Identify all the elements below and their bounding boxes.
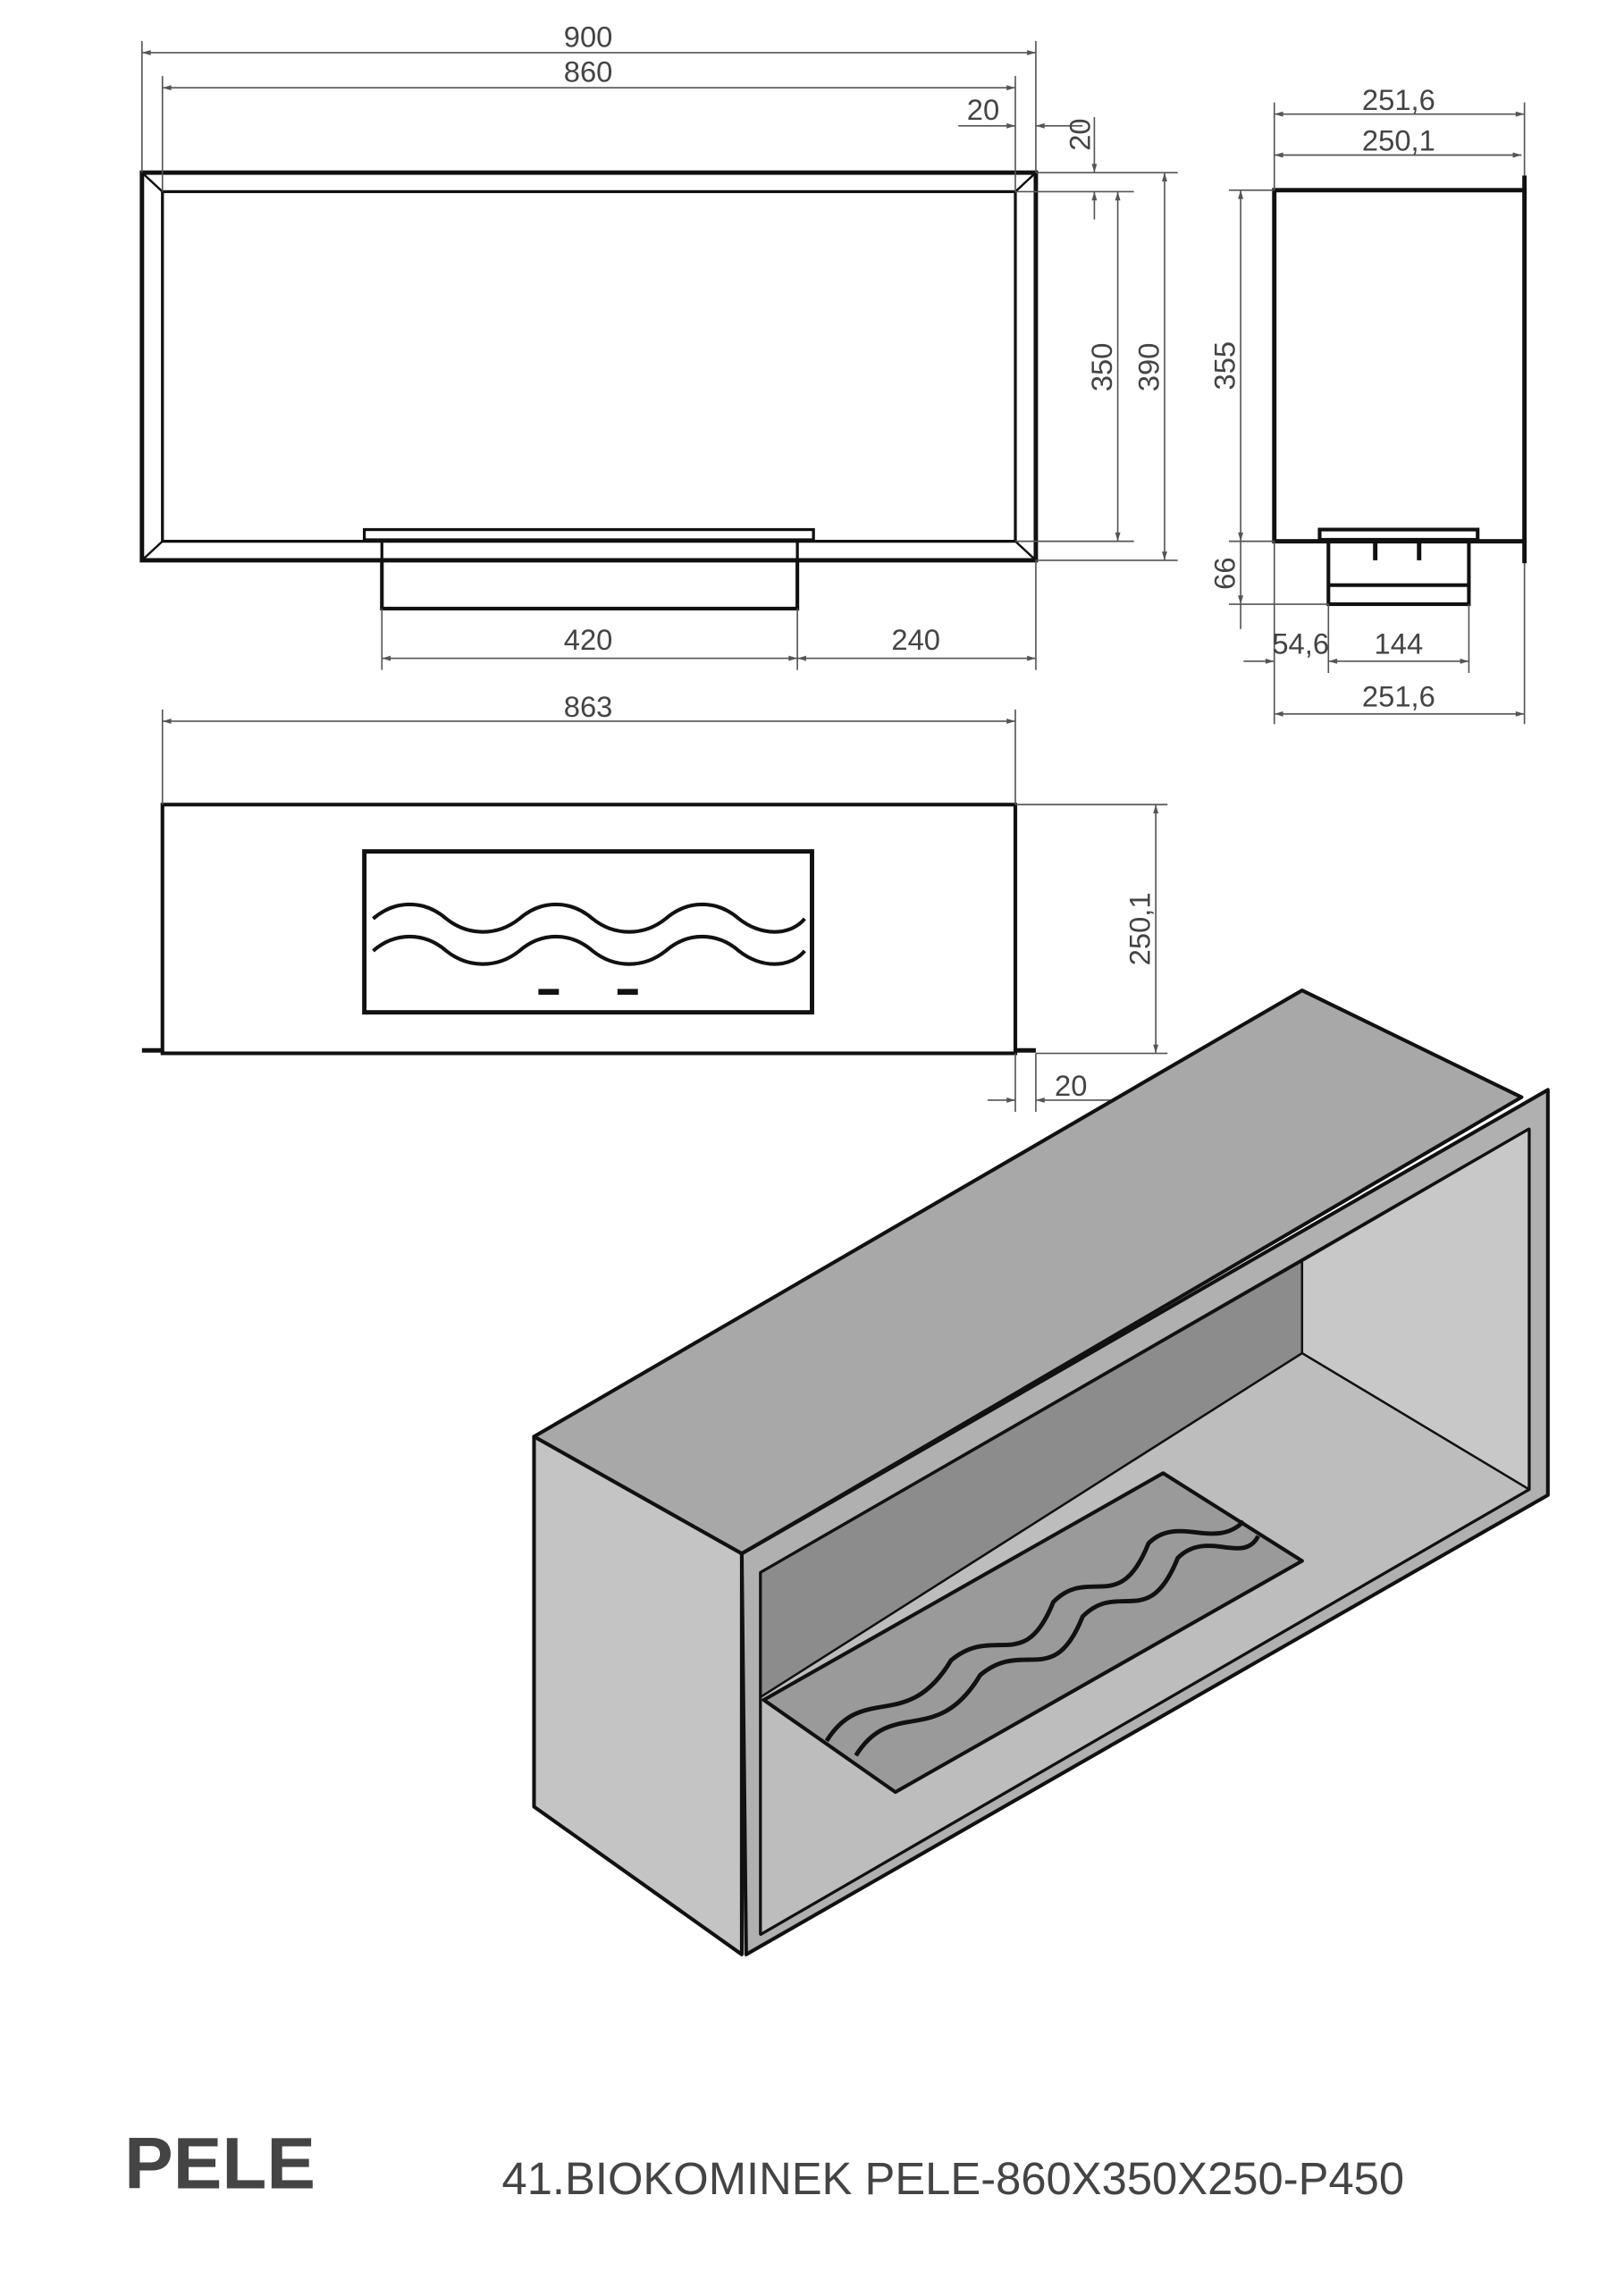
dim-250-1-top: 250,1 (1123, 892, 1157, 965)
dim-250-1: 250,1 (1362, 124, 1435, 157)
drawing-title: 41.BIOKOMINEK PELE-860X350X250-P450 (501, 2153, 1404, 2204)
dim-355: 355 (1208, 341, 1241, 391)
dim-54-6: 54,6 (1272, 627, 1329, 660)
top-view: 863 250,1 20 (141, 690, 1168, 1112)
dim-863: 863 (564, 690, 613, 723)
dim-420: 420 (564, 623, 613, 656)
dim-251-6-top: 251,6 (1362, 83, 1435, 116)
dim-20-flange: 20 (1055, 1069, 1087, 1102)
front-view: 900 860 20 20 350 390 420 240 (139, 20, 1178, 670)
dim-251-6-bottom: 251,6 (1362, 680, 1435, 713)
dim-66: 66 (1208, 557, 1241, 589)
side-view: 251,6 250,1 355 66 54,6 144 251,6 (1208, 83, 1527, 725)
brand-logo: PELE (124, 2124, 316, 2205)
dim-240: 240 (891, 623, 940, 656)
dim-20-side: 20 (967, 93, 999, 126)
dim-20-top: 20 (1063, 118, 1096, 150)
dim-860: 860 (564, 55, 613, 88)
isometric-view (532, 988, 1550, 1956)
dim-390: 390 (1132, 343, 1165, 392)
dim-350: 350 (1085, 343, 1118, 392)
dim-900: 900 (564, 20, 613, 53)
dim-144: 144 (1375, 627, 1424, 660)
